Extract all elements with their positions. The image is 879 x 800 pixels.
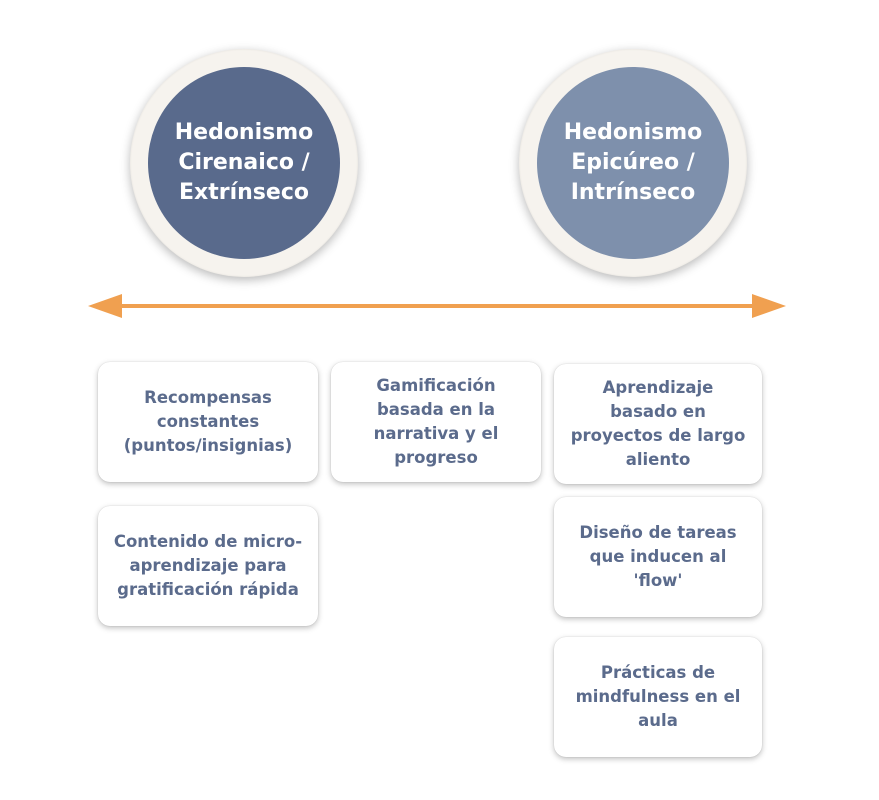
card-aprendizaje-proyectos: Aprendizaje basado en proyectos de largo… [554, 364, 762, 484]
circle-hedonismo-cirenaico: Hedonismo Cirenaico / Extrínseco [130, 49, 358, 277]
double-headed-arrow-icon [88, 290, 786, 322]
card-gamificacion-narrativa-text: Gamificación basada en la narrativa y el… [373, 376, 499, 467]
card-diseno-flow: Diseño de tareas que inducen al 'flow' [554, 497, 762, 617]
card-gamificacion-narrativa: Gamificación basada en la narrativa y el… [331, 362, 541, 482]
card-mindfulness-text: Prácticas de mindfulness en el aula [575, 663, 741, 730]
circle-hedonismo-epicureo: Hedonismo Epicúreo / Intrínseco [519, 49, 747, 277]
card-micro-aprendizaje-text: Contenido de micro-aprendizaje para grat… [113, 532, 303, 599]
card-recompensas-constantes: Recompensas constantes (puntos/insignias… [98, 362, 318, 482]
circle-hedonismo-epicureo-label: Hedonismo Epicúreo / Intrínseco [537, 67, 729, 259]
card-aprendizaje-proyectos-text: Aprendizaje basado en proyectos de largo… [570, 378, 746, 469]
card-micro-aprendizaje: Contenido de micro-aprendizaje para grat… [98, 506, 318, 626]
card-diseno-flow-text: Diseño de tareas que inducen al 'flow' [579, 523, 737, 590]
card-mindfulness: Prácticas de mindfulness en el aula [554, 637, 762, 757]
circle-hedonismo-cirenaico-label: Hedonismo Cirenaico / Extrínseco [148, 67, 340, 259]
card-recompensas-constantes-text: Recompensas constantes (puntos/insignias… [123, 388, 293, 455]
